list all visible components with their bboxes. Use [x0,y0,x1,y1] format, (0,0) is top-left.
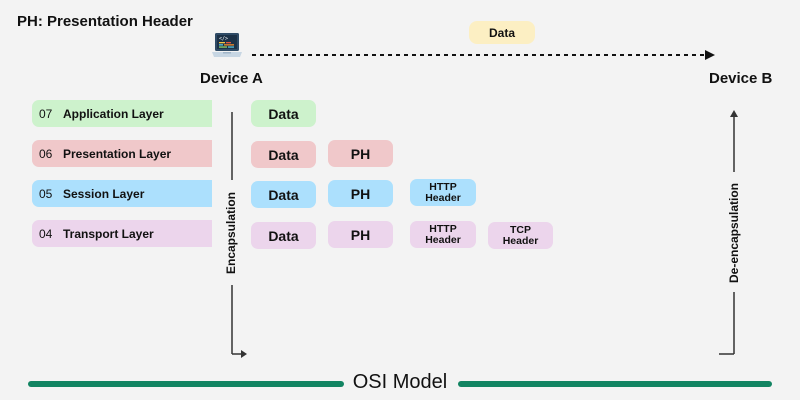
transfer-arrow [252,50,715,60]
footer-line-right [458,381,772,387]
laptop-icon: </> [212,33,242,57]
footer-title: OSI Model [352,371,448,393]
layer-number: 05 [39,186,53,201]
chip-tcp-header: TCP Header [488,222,553,249]
footer-line-left [28,381,344,387]
layer-transport: 04 Transport Layer [32,220,212,247]
chip-http-header: HTTP Header [410,179,476,206]
chip-presentation-header: PH [328,140,393,167]
encapsulation-label: Encapsulation [224,192,238,275]
layer-number: 07 [39,106,53,121]
layer-name: Application Layer [63,106,164,121]
chip-data: Data [251,100,316,127]
chip-data: Data [251,222,316,249]
layer-presentation: 06 Presentation Layer [32,140,212,167]
chip-http-header: HTTP Header [410,221,476,248]
svg-text:</>: </> [219,36,228,42]
layer-name: Transport Layer [63,226,154,241]
layer-session: 05 Session Layer [32,180,212,207]
device-b-label: Device B [709,70,773,87]
layer-number: 04 [39,226,53,241]
legend-text: PH: Presentation Header [17,13,193,30]
layer-name: Session Layer [63,186,145,201]
encapsulation-arrow [231,112,247,358]
deencapsulation-label: De-encapsulation [727,182,741,284]
layer-number: 06 [39,146,53,161]
device-a-label: Device A [200,70,263,87]
deencapsulation-arrow [719,110,738,355]
chip-data: Data [251,181,316,208]
chip-presentation-header: PH [328,180,393,207]
layer-name: Presentation Layer [63,146,172,161]
transfer-data-badge: Data [469,21,535,44]
chip-presentation-header: PH [328,221,393,248]
chip-data: Data [251,141,316,168]
layer-application: 07 Application Layer [32,100,212,127]
